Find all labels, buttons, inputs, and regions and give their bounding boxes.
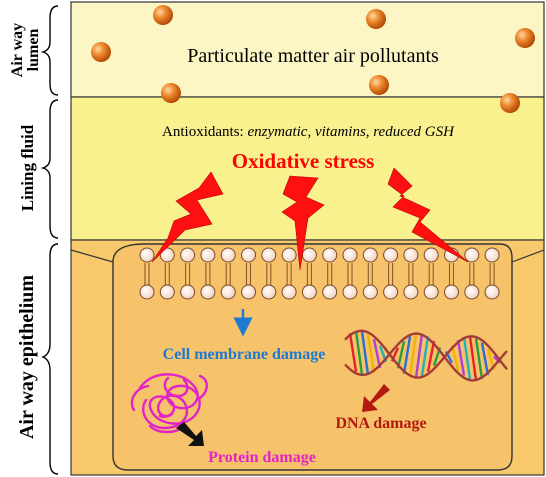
- protein-tangle-icon: [130, 373, 208, 434]
- phospholipid: [261, 247, 277, 300]
- particle: [91, 42, 111, 62]
- base-pair: [420, 336, 430, 376]
- phospholipid: [423, 247, 439, 300]
- label-lining-fluid: Lining fluid: [18, 124, 37, 211]
- antioxidants-prefix: Antioxidants:: [162, 124, 247, 140]
- base-pair: [402, 336, 412, 374]
- lightning-bolt-icon: [151, 171, 224, 263]
- phospholipid: [220, 247, 236, 300]
- cell-border-left: [70, 249, 114, 263]
- label-airway-lumen-line2: lumen: [25, 29, 42, 72]
- arrow-down-right-icon: [176, 422, 204, 446]
- dna-helix-icon: [344, 329, 508, 382]
- base-pair: [366, 333, 376, 373]
- particle: [366, 9, 386, 29]
- phospholipid: [342, 247, 358, 300]
- particulate-matter-label: Particulate matter air pollutants: [187, 45, 439, 67]
- arrow-down-left-icon: [362, 384, 390, 412]
- base-pair: [480, 342, 490, 376]
- phospholipid: [383, 247, 399, 300]
- particle: [369, 75, 389, 95]
- phospholipid: [403, 247, 419, 300]
- protein-damage-label: Protein damage: [208, 449, 316, 466]
- label-airway-epithelium: Air way epithelium: [16, 275, 38, 439]
- brace-lining: [40, 99, 59, 239]
- base-pair: [426, 340, 436, 372]
- base-pair: [348, 333, 358, 372]
- phospholipid: [200, 247, 216, 300]
- phospholipid: [139, 247, 155, 300]
- particle: [515, 28, 535, 48]
- particle: [161, 83, 181, 103]
- base-pair: [360, 331, 370, 375]
- phospholipid: [180, 247, 196, 300]
- particle: [500, 93, 520, 113]
- antioxidants-label: Antioxidants: enzymatic, vitamins, reduc…: [162, 124, 455, 140]
- oxidative-stress-bolts: [151, 167, 469, 271]
- cell-membrane-damage-label: Cell membrane damage: [163, 346, 326, 363]
- base-pair: [474, 338, 484, 380]
- base-pair: [354, 330, 364, 375]
- base-pair: [414, 333, 424, 378]
- base-pair: [468, 336, 478, 381]
- airway-lumen-band: [70, 1, 545, 98]
- phospholipid: [241, 247, 256, 300]
- phospholipid: [301, 247, 317, 300]
- base-pair: [408, 333, 418, 377]
- lipid-bilayer: [139, 247, 500, 300]
- base-pair: [456, 339, 466, 376]
- phospholipid: [281, 247, 297, 300]
- oxidative-stress-label: Oxidative stress: [232, 149, 375, 173]
- phospholipid: [159, 247, 175, 300]
- lightning-bolt-icon: [387, 167, 469, 263]
- particle: [153, 5, 173, 25]
- particulate-matter-particles: [91, 5, 535, 113]
- dna-damage-label: DNA damage: [335, 415, 426, 432]
- phospholipid: [484, 247, 500, 300]
- base-pair: [450, 344, 460, 371]
- phospholipid: [322, 247, 338, 300]
- lightning-bolt-icon: [281, 175, 325, 271]
- phospholipid: [362, 247, 378, 300]
- cell-border-right: [511, 249, 545, 263]
- phospholipid: [464, 247, 480, 300]
- base-pair: [396, 341, 406, 369]
- brace-lumen: [40, 5, 59, 96]
- base-pair: [372, 338, 382, 369]
- label-airway-lumen-line1: Air way: [9, 23, 26, 77]
- antioxidants-detail: enzymatic, vitamins, reduced GSH: [247, 124, 455, 140]
- brace-epithelium: [41, 243, 59, 475]
- base-pair: [462, 336, 472, 380]
- epithelial-cell: [112, 243, 513, 471]
